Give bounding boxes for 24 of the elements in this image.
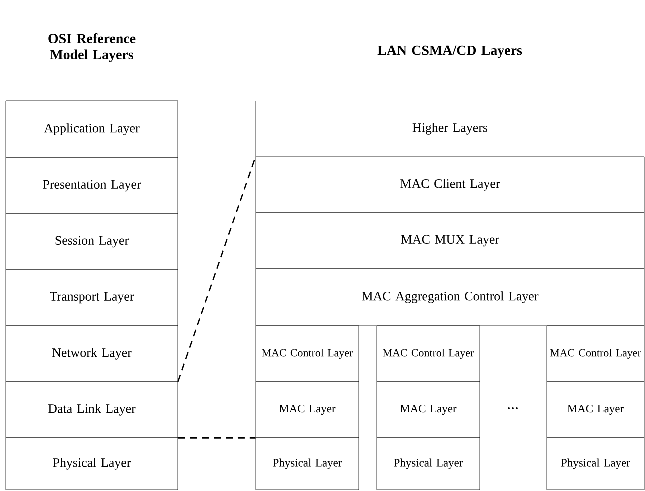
layer-box: Data Link Layer — [6, 382, 178, 438]
column-heading: LAN CSMA/CD Layers — [378, 46, 522, 58]
layer-box: Transport Layer — [6, 270, 178, 326]
layer-box: Application Layer — [6, 100, 178, 158]
layer-box: MAC Client Layer — [256, 156, 645, 214]
layer-box: Session Layer — [6, 214, 178, 270]
ellipsis: ··· — [508, 408, 518, 410]
layer-box: MAC Layer — [256, 382, 360, 438]
layer-box: Physical Layer — [546, 438, 645, 490]
layer-box: MAC Layer — [546, 382, 645, 438]
layer-box: MAC Control Layer — [256, 326, 360, 382]
dashed-line — [178, 438, 256, 439]
layer-box: MAC Control Layer — [376, 326, 480, 382]
layer-box: MAC Control Layer — [546, 326, 645, 382]
layer-box: Higher Layers — [256, 100, 488, 158]
layer-box: MAC Aggregation Control Layer — [256, 268, 645, 326]
layer-box: Physical Layer — [6, 438, 178, 490]
column-heading: OSI Reference Model Layers — [48, 34, 136, 62]
layer-box: Physical Layer — [256, 438, 360, 490]
layer-box: Physical Layer — [376, 438, 480, 490]
layer-box: MAC MUX Layer — [256, 212, 645, 270]
layer-box: Network Layer — [6, 326, 178, 382]
layer-box: MAC Layer — [376, 382, 480, 438]
layer-box: Presentation Layer — [6, 158, 178, 214]
